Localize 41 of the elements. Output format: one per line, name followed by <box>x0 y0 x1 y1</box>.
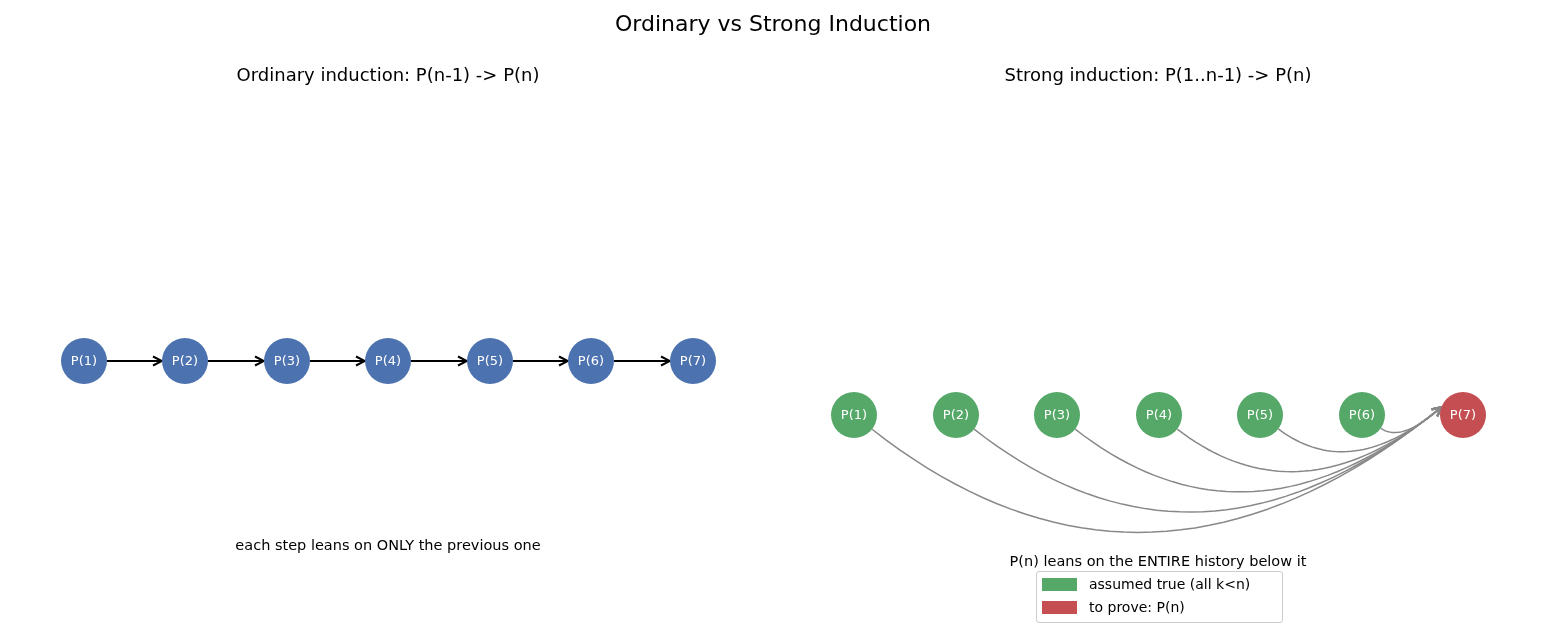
arrow <box>106 355 163 367</box>
arrow <box>207 355 265 367</box>
statement-circle <box>670 338 716 384</box>
statement-circle <box>1440 392 1486 438</box>
node-label: P(3) <box>273 353 301 369</box>
panel-caption: P(n) leans on the ENTIRE history below it <box>1009 552 1307 570</box>
node-label: P(7) <box>1449 407 1477 423</box>
node-label: P(7) <box>679 353 707 369</box>
legend-label: assumed true (all k<n) <box>1089 576 1251 593</box>
statement-circle <box>1237 392 1283 438</box>
statement-circle <box>1136 392 1182 438</box>
node-label: P(5) <box>1246 407 1274 423</box>
node-label: P(6) <box>577 353 605 369</box>
arrow <box>512 355 569 367</box>
statement-circle <box>467 338 513 384</box>
diagram-title: Ordinary vs Strong Induction <box>614 11 932 37</box>
arrow <box>309 355 366 367</box>
statement-circle <box>365 338 411 384</box>
node-label: P(4) <box>374 353 402 369</box>
node-label: P(3) <box>1043 407 1071 423</box>
node-label: P(4) <box>1145 407 1173 423</box>
node-label: P(1) <box>70 353 98 369</box>
legend-label: to prove: P(n) <box>1089 599 1185 616</box>
panel-title: Strong induction: P(1..n-1) -> P(n) <box>1004 64 1312 86</box>
node-label: P(2) <box>171 353 199 369</box>
statement-circle <box>162 338 208 384</box>
node-label: P(1) <box>840 407 868 423</box>
node-label: P(5) <box>476 353 504 369</box>
statement-circle <box>1339 392 1385 438</box>
statement-circle <box>933 392 979 438</box>
panel-caption: each step leans on ONLY the previous one <box>235 536 541 554</box>
statement-circle <box>61 338 107 384</box>
statement-circle <box>264 338 310 384</box>
panel-title: Ordinary induction: P(n-1) -> P(n) <box>236 64 540 86</box>
node-label: P(6) <box>1348 407 1376 423</box>
arrow <box>410 355 468 367</box>
arrow <box>613 355 671 367</box>
node-label: P(2) <box>942 407 970 423</box>
statement-circle <box>831 392 877 438</box>
statement-circle <box>568 338 614 384</box>
statement-circle <box>1034 392 1080 438</box>
